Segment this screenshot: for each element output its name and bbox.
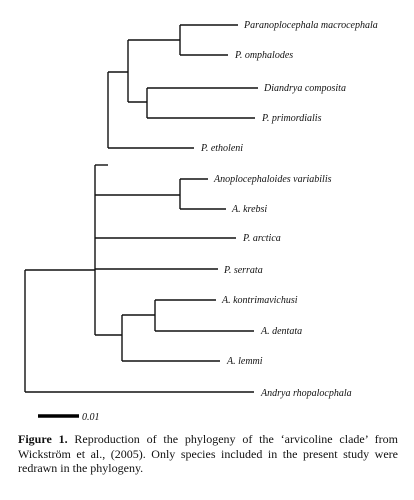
taxon-label-p-omphalodes: P. omphalodes — [234, 50, 293, 61]
taxon-label-andrya-rhopalocphala: Andrya rhopalocphala — [260, 388, 352, 399]
caption-text: Reproduction of the phylogeny of the ‘ar… — [18, 432, 398, 475]
taxon-label-anoplocephaloides-variabilis: Anoplocephaloides variabilis — [213, 174, 332, 185]
taxon-label-p-etholeni: P. etholeni — [200, 143, 243, 154]
figure-label: Figure 1. — [18, 432, 68, 446]
taxon-label-p-arctica: P. arctica — [242, 233, 281, 244]
taxon-label-a-krebsi: A. krebsi — [231, 204, 267, 215]
taxon-label-paranoplocephala-macrocephala: Paranoplocephala macrocephala — [243, 20, 378, 31]
taxon-label-p-primordialis: P. primordialis — [261, 113, 322, 124]
taxon-label-a-dentata: A. dentata — [260, 326, 302, 337]
taxon-label-diandrya-composita: Diandrya composita — [263, 83, 346, 94]
taxon-label-p-serrata: P. serrata — [223, 265, 263, 276]
phylogenetic-tree: Paranoplocephala macrocephala P. omphalo… — [24, 20, 378, 423]
tree-branches — [24, 24, 258, 393]
scale-bar-label: 0.01 — [82, 412, 100, 423]
figure-caption: Figure 1. Reproduction of the phylogeny … — [18, 432, 398, 476]
taxon-label-a-kontrimavichusi: A. kontrimavichusi — [221, 295, 298, 306]
taxon-label-a-lemmi: A. lemmi — [226, 356, 263, 367]
